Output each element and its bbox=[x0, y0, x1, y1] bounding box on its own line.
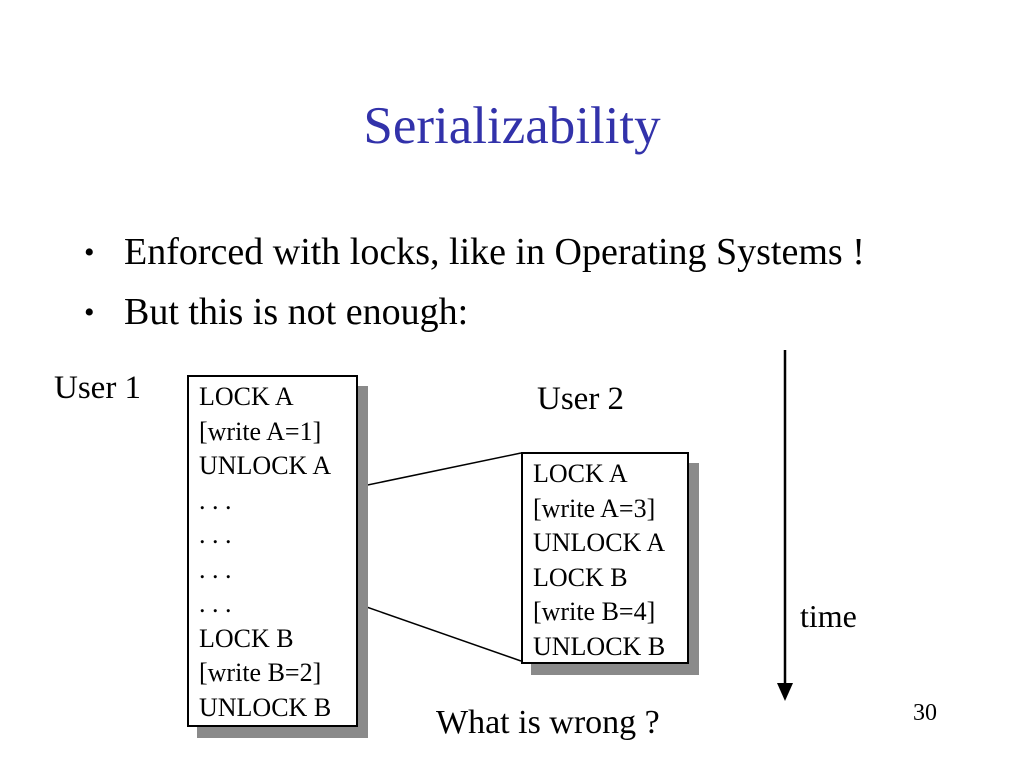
time-arrow-head bbox=[777, 683, 793, 701]
transaction-step: . . . bbox=[199, 554, 232, 584]
transaction-step: UNLOCK A bbox=[533, 528, 666, 557]
question-label: What is wrong ? bbox=[436, 704, 660, 741]
transaction-step: [write B=2] bbox=[199, 658, 322, 687]
bullet-text: Enforced with locks, like in Operating S… bbox=[124, 231, 865, 273]
user2-transaction-box: LOCK A [write A=3] UNLOCK A LOCK B [writ… bbox=[521, 452, 689, 664]
transaction-step: [write A=1] bbox=[199, 416, 322, 446]
transaction-step: UNLOCK B bbox=[533, 631, 666, 661]
bullet-icon: • bbox=[84, 236, 95, 269]
transaction-step: [write B=4] bbox=[533, 597, 656, 626]
transaction-step: . . . bbox=[199, 589, 232, 618]
connector-line-top bbox=[357, 452, 522, 488]
bullet-list: • Enforced with locks, like in Operating… bbox=[84, 230, 964, 349]
transaction-step: . . . bbox=[199, 485, 232, 515]
page-number: 30 bbox=[913, 700, 937, 726]
transaction-step: . . . bbox=[199, 520, 232, 549]
bullet-text: But this is not enough: bbox=[124, 290, 469, 333]
connector-line-bottom bbox=[357, 603, 522, 662]
time-label: time bbox=[800, 598, 857, 634]
transaction-step: LOCK A bbox=[199, 382, 294, 411]
transaction-step: UNLOCK B bbox=[199, 692, 332, 722]
user1-label: User 1 bbox=[54, 370, 142, 406]
bullet-icon: • bbox=[84, 295, 95, 329]
slide-title: Serializability bbox=[363, 97, 661, 155]
bullet-item: • Enforced with locks, like in Operating… bbox=[84, 230, 964, 276]
transaction-step: [write A=3] bbox=[533, 493, 656, 523]
transaction-step: LOCK A bbox=[533, 459, 628, 488]
user2-label: User 2 bbox=[537, 381, 625, 417]
user1-transaction-box: LOCK A [write A=1] UNLOCK A . . . . . . … bbox=[187, 375, 358, 727]
bullet-item: • But this is not enough: bbox=[84, 290, 964, 336]
transaction-step: UNLOCK A bbox=[199, 451, 332, 480]
transaction-step: LOCK B bbox=[199, 623, 294, 653]
transaction-step: LOCK B bbox=[533, 562, 628, 592]
